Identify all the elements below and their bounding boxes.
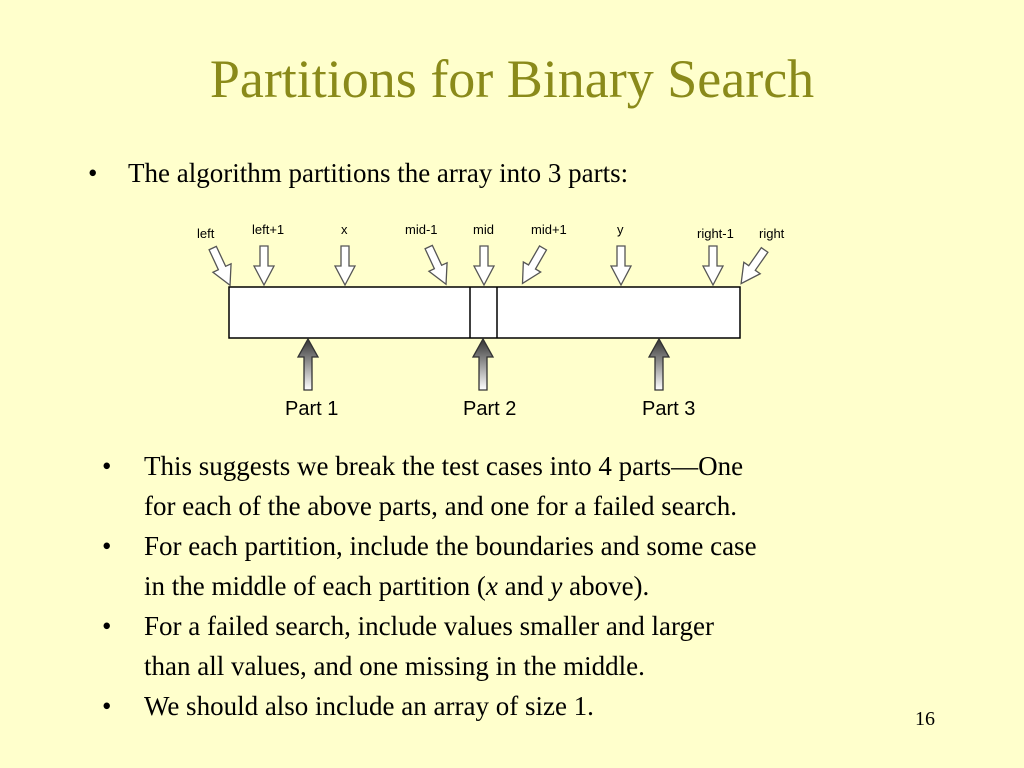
label-left: left (197, 226, 215, 241)
bullet-line: This suggests we break the test cases in… (144, 451, 744, 481)
bullet-text-segment: above). (562, 571, 650, 601)
bullet-marker: • (88, 158, 98, 188)
arrow-slant-mid-minus-1 (424, 244, 448, 286)
bullet-item: • We should also include an array of siz… (102, 686, 942, 726)
bullet-item: • This suggests we break the test cases … (102, 446, 942, 526)
array-bar (228, 286, 741, 339)
bullet-item: • For a failed search, include values sm… (102, 606, 942, 686)
label-left-plus-1: left+1 (252, 222, 284, 237)
page-number: 16 (915, 708, 935, 730)
arrow-up-part-1 (296, 337, 320, 391)
label-mid: mid (473, 222, 494, 237)
variable-y: y (550, 571, 563, 601)
arrow-up-part-2 (471, 337, 495, 391)
bullet-text-segment: in the middle of each partition ( (144, 571, 486, 601)
label-right-minus-1: right-1 (697, 226, 734, 241)
bullet-marker: • (102, 451, 112, 481)
bullet-marker: • (102, 691, 112, 721)
label-mid-plus-1: mid+1 (531, 222, 567, 237)
bullet-line: than all values, and one missing in the … (144, 651, 645, 681)
arrow-down-y (609, 245, 633, 287)
arrow-up-part-3 (647, 337, 671, 391)
part-1-label: Part 1 (285, 398, 338, 420)
arrow-down-mid (472, 245, 496, 287)
bullet-line: in the middle of each partition (x and y… (144, 566, 942, 606)
bullet-text-segment: and (497, 571, 551, 601)
label-x: x (341, 222, 348, 237)
arrow-slant-left (208, 245, 232, 287)
bullet-item: • For each partition, include the bounda… (102, 526, 942, 606)
intro-bullet: • The algorithm partitions the array int… (88, 155, 788, 195)
label-y: y (617, 222, 624, 237)
arrow-slant-mid-plus-1 (521, 245, 548, 285)
bullet-line: for each of the above parts, and one for… (144, 491, 737, 521)
arrow-down-left-plus-1 (252, 245, 276, 287)
bullet-line: For a failed search, include values smal… (144, 611, 715, 641)
slide-title: Partitions for Binary Search (209, 49, 815, 109)
bullet-list: • This suggests we break the test cases … (102, 446, 942, 746)
bullet-line: We should also include an array of size … (144, 691, 594, 721)
part-3-label: Part 3 (642, 398, 695, 420)
bullet-marker: • (102, 611, 112, 641)
intro-bullet-text: The algorithm partitions the array into … (128, 158, 629, 188)
bullet-marker: • (102, 531, 112, 561)
bullet-line: For each partition, include the boundari… (144, 531, 757, 561)
label-mid-minus-1: mid-1 (405, 222, 438, 237)
variable-x: x (485, 571, 498, 601)
arrow-down-x (333, 245, 357, 287)
part-2-label: Part 2 (463, 398, 516, 420)
arrow-down-right-minus-1 (701, 245, 725, 287)
label-right: right (759, 226, 785, 241)
arrow-slant-right (740, 246, 769, 285)
